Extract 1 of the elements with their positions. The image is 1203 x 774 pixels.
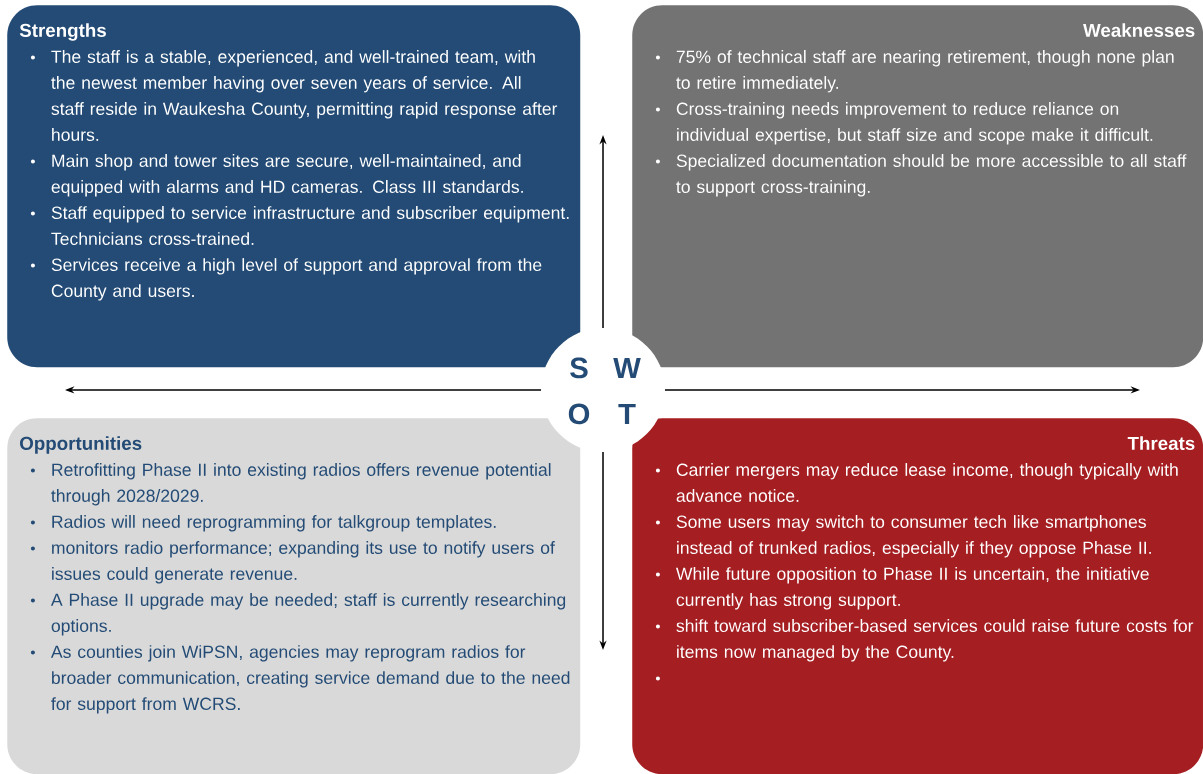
quadrant-panel: Threats Carrier mergers may reduce lease income, though typically with advance notice. Some users may switch to consumer tech like smartphones instead of trunked radios, especially if they oppose Phase II. While future opposition to Phase II is uncertain, the initiative currently has strong support. shift toward subscriber-based services could raise future costs for items now managed by the County. xyxy=(632,418,1203,774)
